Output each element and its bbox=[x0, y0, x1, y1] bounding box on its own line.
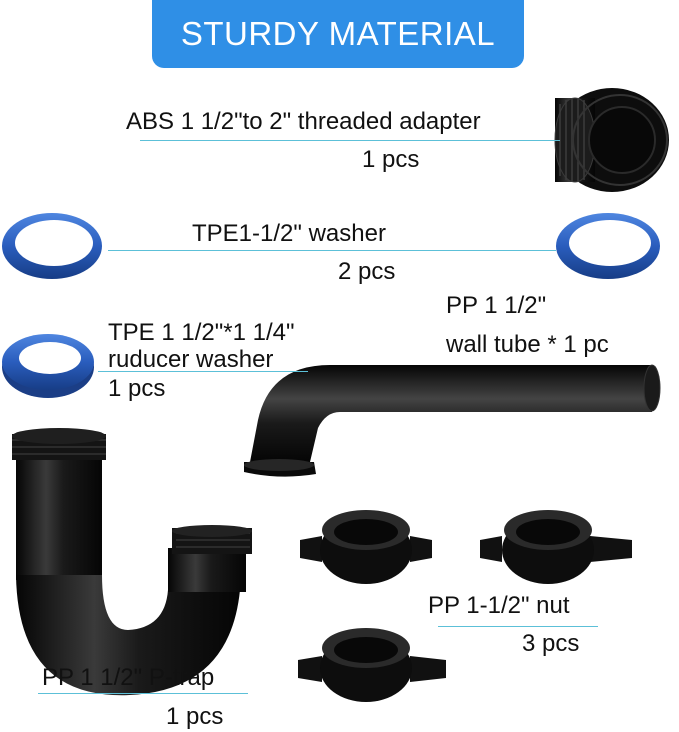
reducer-name-label-line1: TPE 1 1/2"*1 1/4" bbox=[108, 319, 295, 346]
wall-tube-name-label-line2: wall tube * 1 pc bbox=[446, 331, 609, 358]
adapter-name-label: ABS 1 1/2"to 2" threaded adapter bbox=[126, 108, 481, 135]
ptrap-qty-label: 1 pcs bbox=[166, 703, 224, 730]
reducer-name-label-line2: ruducer washer bbox=[108, 346, 274, 373]
nut-qty-label: 3 pcs bbox=[522, 630, 580, 657]
adapter-leader-line bbox=[140, 140, 560, 141]
adapter-qty-label: 1 pcs bbox=[362, 146, 420, 173]
ptrap-leader-line bbox=[38, 693, 248, 694]
washer-name-label: TPE1-1/2" washer bbox=[192, 220, 386, 247]
title-banner: STURDY MATERIAL bbox=[152, 0, 524, 68]
nut-name-label: PP 1-1/2" nut bbox=[428, 592, 570, 619]
wall-tube-image bbox=[244, 364, 661, 477]
washer-left-image bbox=[2, 213, 102, 279]
reducer-qty-label: 1 pcs bbox=[108, 375, 166, 402]
wall-tube-name-label-line1: PP 1 1/2" bbox=[446, 292, 547, 319]
nut-image-2 bbox=[480, 510, 632, 584]
washer-right-image bbox=[556, 213, 660, 279]
washer-leader-line bbox=[108, 250, 556, 251]
threaded-adapter-image bbox=[554, 88, 669, 192]
reducer-washer-image bbox=[2, 334, 94, 398]
nut-image-1 bbox=[300, 510, 432, 584]
reducer-leader-line bbox=[98, 371, 308, 372]
page-title: STURDY MATERIAL bbox=[180, 15, 496, 52]
ptrap-name-label: PP 1 1/2" P-trap bbox=[42, 664, 215, 691]
washer-qty-label: 2 pcs bbox=[338, 258, 396, 285]
nut-leader-line bbox=[438, 626, 598, 627]
nut-image-3 bbox=[298, 628, 446, 702]
p-trap-image bbox=[12, 428, 252, 696]
